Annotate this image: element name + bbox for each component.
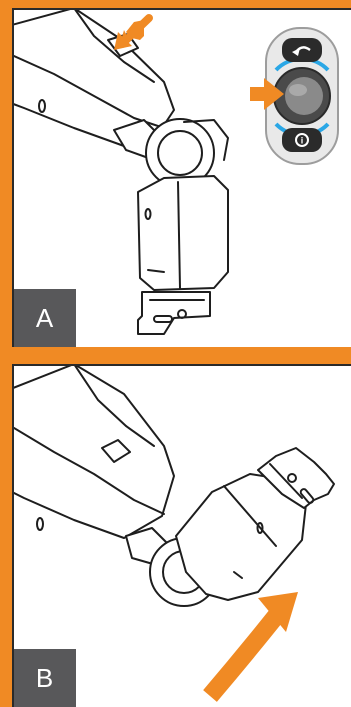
- curved-arrow-icon: [210, 592, 298, 696]
- panel-a: i A: [12, 8, 351, 347]
- undo-button: [282, 38, 322, 62]
- main-button-highlight: [289, 84, 307, 96]
- step-label-b: B: [14, 649, 76, 707]
- handle-screw: [37, 518, 43, 530]
- svg-text:i: i: [301, 136, 304, 146]
- device-handle: [14, 366, 174, 538]
- step-label-a: A: [14, 289, 76, 347]
- device-head: [138, 176, 228, 290]
- joint-knob-inner: [158, 131, 202, 175]
- main-button-face: [285, 77, 323, 115]
- device-nozzle: [138, 292, 210, 334]
- panel-b: B: [12, 364, 351, 707]
